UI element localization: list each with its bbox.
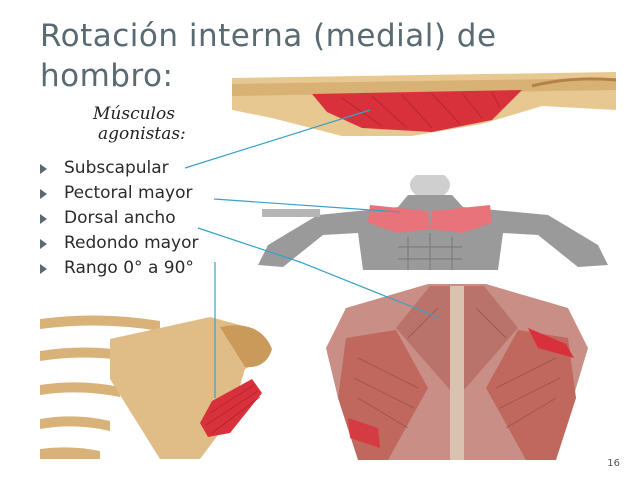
- bullet-text: Subscapular: [64, 158, 169, 178]
- bullet-text: Redondo mayor: [64, 233, 199, 253]
- triangle-bullet-icon: [40, 189, 47, 199]
- triangle-bullet-icon: [40, 214, 47, 224]
- pectoral-figure: [258, 175, 618, 270]
- bullet-text: Pectoral mayor: [64, 183, 193, 203]
- bullet-list: Subscapular Pectoral mayor Dorsal ancho …: [40, 156, 199, 281]
- subheading: Músculos agonistas:: [93, 104, 253, 144]
- triangle-bullet-icon: [40, 264, 47, 274]
- triangle-bullet-icon: [40, 164, 47, 174]
- bullet-text: Dorsal ancho: [64, 208, 176, 228]
- back-muscles-figure: [318, 278, 596, 460]
- subscapular-figure: [232, 66, 616, 146]
- bullet-text: Rango 0° a 90°: [64, 258, 194, 278]
- subheading-line-1: Músculos: [93, 104, 175, 124]
- teres-figure: [40, 309, 280, 459]
- bullet-item: Redondo mayor: [40, 231, 199, 256]
- slide-title: Rotación interna (medial) de hombro:: [40, 18, 497, 94]
- bullet-item: Rango 0° a 90°: [40, 256, 199, 281]
- subheading-line-2: agonistas:: [98, 124, 186, 144]
- bullet-item: Pectoral mayor: [40, 181, 199, 206]
- page-number: 16: [607, 458, 620, 469]
- bullet-item: Subscapular: [40, 156, 199, 181]
- bullet-item: Dorsal ancho: [40, 206, 199, 231]
- triangle-bullet-icon: [40, 239, 47, 249]
